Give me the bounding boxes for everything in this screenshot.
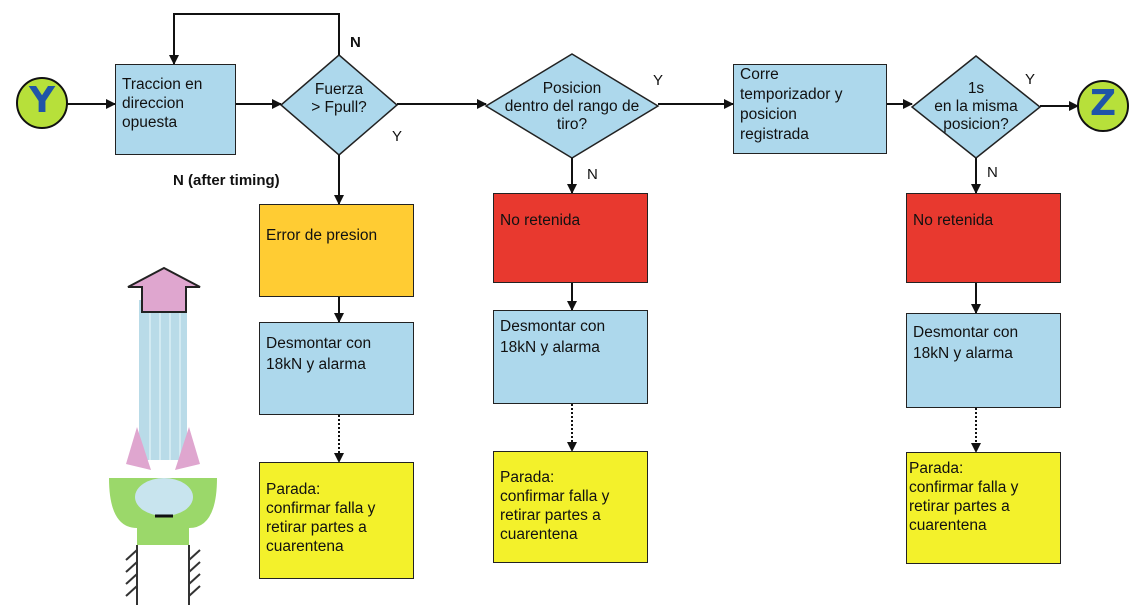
box-parada-1: Parada: confirmar falla y retirar partes… bbox=[259, 462, 414, 579]
thread-hatch bbox=[125, 545, 201, 605]
box-parada-3: Parada: confirmar falla y retirar partes… bbox=[906, 452, 1061, 564]
label-n-loop: N bbox=[350, 34, 361, 51]
box-no-retenida-2: No retenida bbox=[906, 193, 1061, 283]
bolt-illustration bbox=[109, 266, 217, 605]
box-no-retenida-1: No retenida bbox=[493, 193, 648, 283]
label-n-after-timing: N (after timing) bbox=[173, 172, 280, 189]
label-y-tiempo: Y bbox=[1025, 71, 1036, 88]
label-n-posicion: N bbox=[587, 166, 598, 183]
decision-fuerza-text: Fuerza > Fpull? bbox=[311, 81, 367, 116]
box-corre-temporizador: Corre temporizador y posicion registrada bbox=[733, 64, 887, 154]
start-connector-label: Y bbox=[28, 80, 56, 121]
decision-posicion-text: Posicion dentro del rango de tiro? bbox=[504, 80, 640, 133]
box-desmontar-3: Desmontar con 18kN y alarma bbox=[906, 313, 1061, 408]
label-n-tiempo: N bbox=[987, 164, 998, 181]
main-flow-arrows bbox=[67, 13, 1079, 111]
label-y-fuerza: Y bbox=[392, 128, 403, 145]
end-connector-label: Z bbox=[1089, 83, 1117, 124]
box-traccion: Traccion en direccion opuesta bbox=[115, 64, 236, 155]
box-desmontar-2: Desmontar con 18kN y alarma bbox=[493, 310, 648, 404]
box-desmontar-1: Desmontar con 18kN y alarma bbox=[259, 322, 414, 415]
box-parada-2: Parada: confirmar falla y retirar partes… bbox=[493, 451, 648, 563]
decision-tiempo-text: 1s en la misma posicion? bbox=[934, 80, 1018, 133]
box-error-presion: Error de presion bbox=[259, 204, 414, 297]
label-y-posicion: Y bbox=[653, 72, 664, 89]
